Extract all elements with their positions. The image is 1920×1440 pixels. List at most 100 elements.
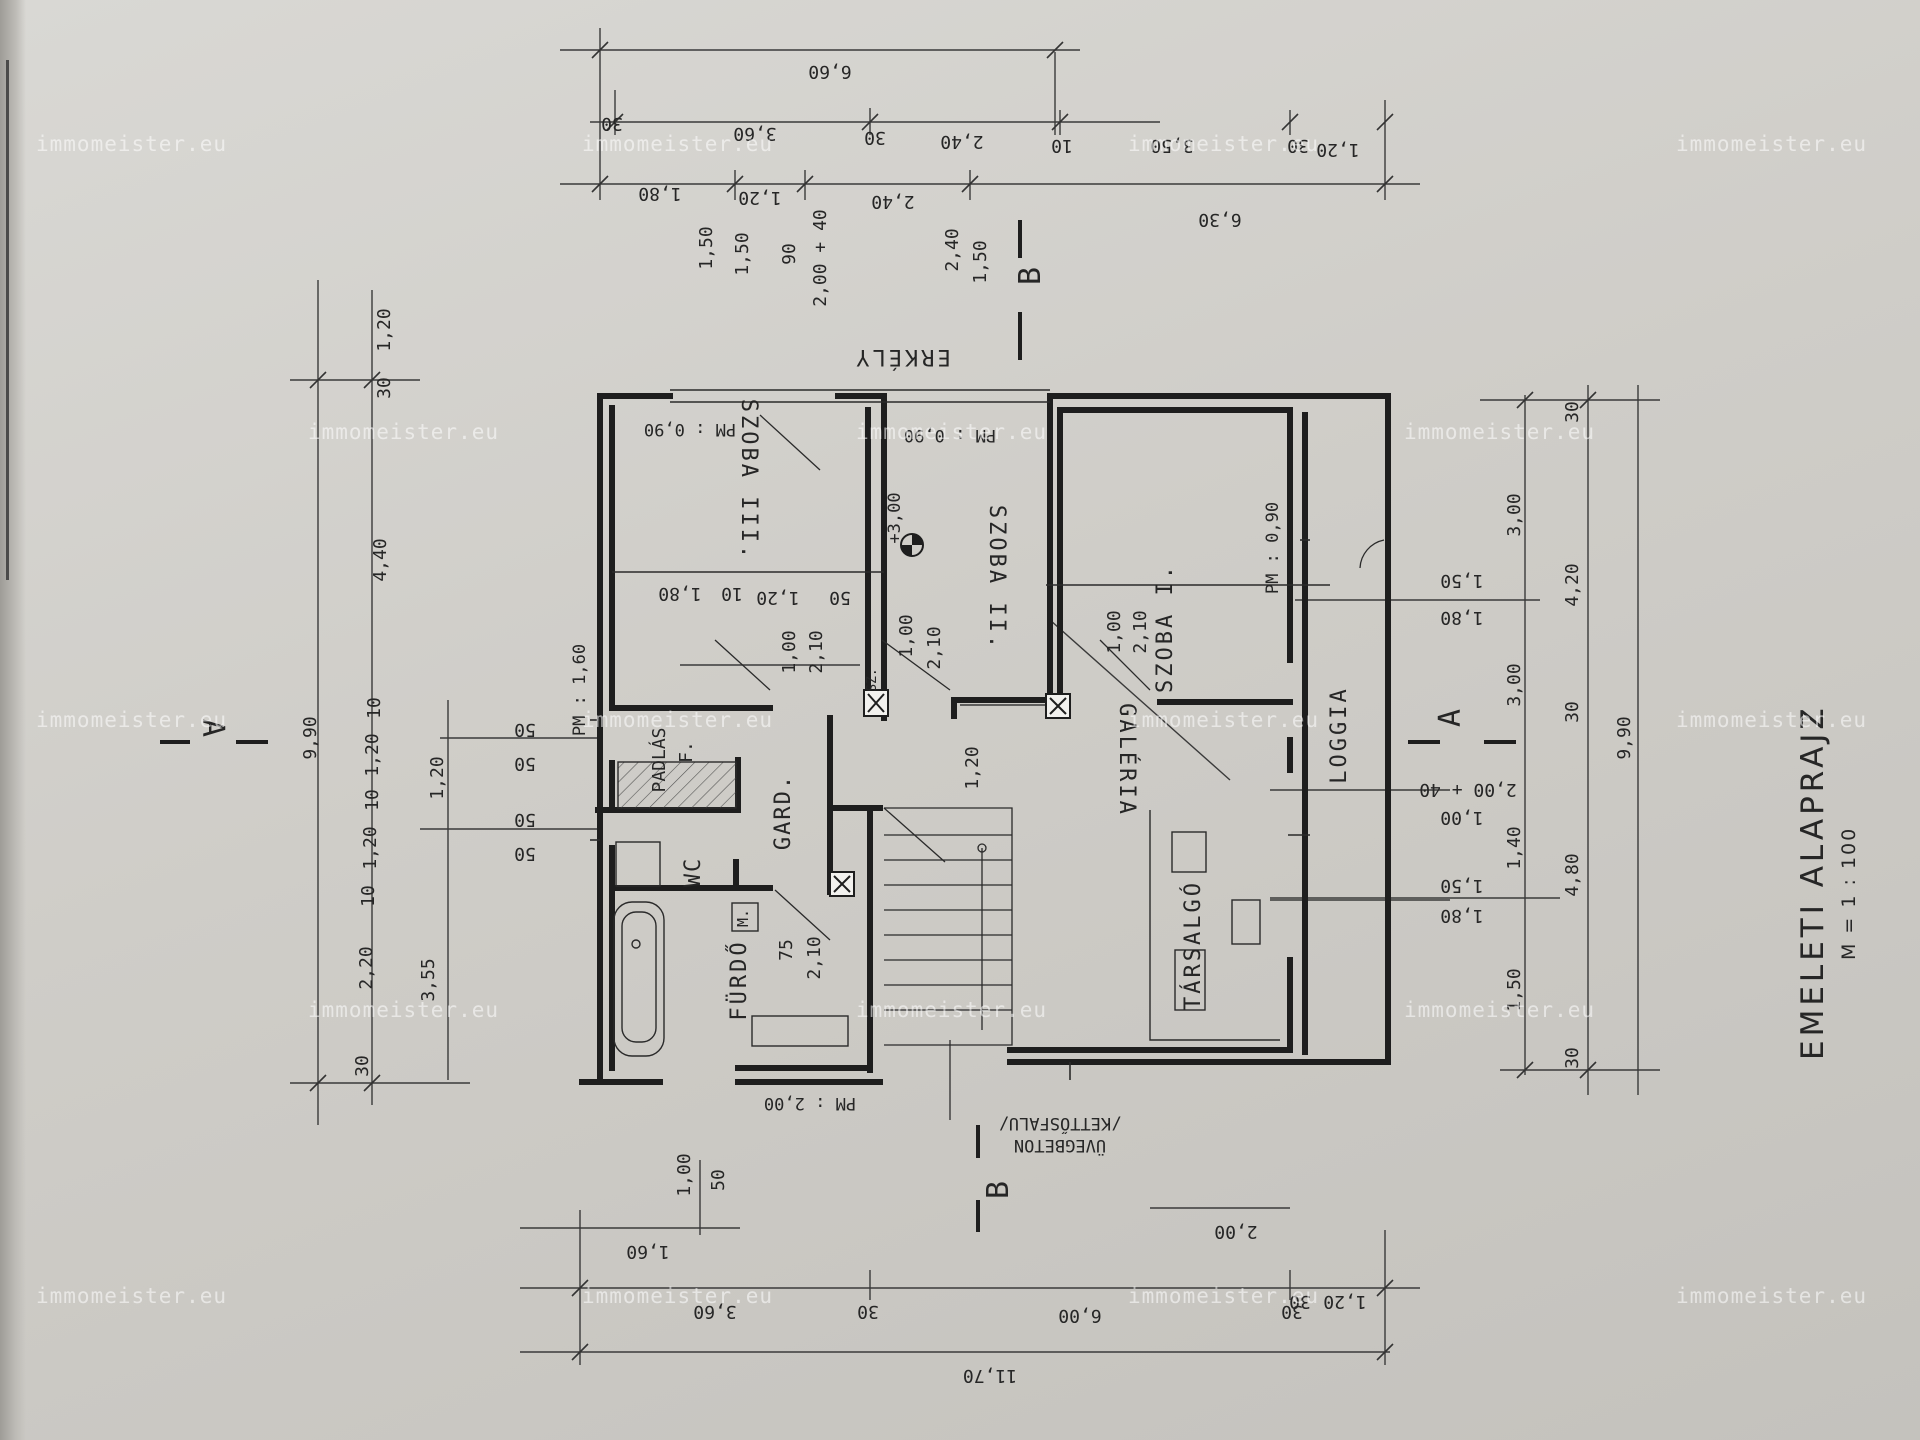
dim-door-9: 2,10 [1130, 610, 1151, 653]
window-and-opening-lines [590, 389, 1330, 1080]
room-label-gard: GARD. [771, 774, 796, 850]
pm-label-szoba1: PM : 0,90 [1263, 502, 1283, 594]
dim-top-mid-4: 10 [1051, 135, 1073, 156]
tick-marks [309, 41, 1597, 1361]
watermark: immomeister.eu [36, 708, 228, 732]
dim-left-outer-5: 1,20 [362, 733, 383, 776]
dim-right-inner-2: 1,40 [1504, 826, 1525, 869]
room-label-wc: WC [681, 857, 706, 888]
watermark: immomeister.eu [856, 998, 1048, 1022]
section-marker-lines [160, 220, 1516, 1232]
dim-left-inner-0: 1,20 [427, 756, 448, 799]
dim-door-11: 2,10 [804, 936, 825, 979]
room-label-furdo: FÜRDŐ [726, 939, 752, 1020]
chimney-ducts [829, 689, 1071, 897]
m-label: M. [734, 909, 752, 927]
dim-right-outer-4: 4,80 [1562, 853, 1583, 896]
dim-right-outer-0: 9,90 [1614, 716, 1635, 759]
watermark: immomeister.eu [1128, 708, 1320, 732]
watermark: immomeister.eu [1404, 998, 1596, 1022]
dim-right-outer-2: 4,20 [1562, 563, 1583, 606]
dim-bottom-inner-2: 2,00 [1214, 1221, 1257, 1242]
dim-top-outer-1: 6,30 [1198, 209, 1241, 230]
room-label-tarsalgo: TÁRSALGÓ [1180, 880, 1206, 1010]
dim-erkely-4: 2,40 [942, 228, 963, 271]
watermark: immomeister.eu [308, 998, 500, 1022]
dim-bottom-inner-3: 30 [1289, 1291, 1311, 1312]
dim-top-inner-0: 1,80 [638, 183, 681, 204]
dim-door-10: 75 [776, 939, 797, 961]
watermark: immomeister.eu [1676, 1284, 1868, 1308]
dim-erkely-3: 2,00 + 40 [810, 209, 831, 307]
room-label-padlas: PADLÁS [648, 727, 670, 792]
dim-door-7: 2,10 [924, 626, 945, 669]
dim-left-outer-1: 30 [374, 377, 395, 399]
dim-right-window-2: 2,00 + 40 [1419, 779, 1517, 800]
pm-label-szoba3: PM : 0,90 [644, 419, 736, 439]
room-label-galeria: GALÉRIA [1114, 703, 1140, 817]
dim-right-outer-1: 30 [1562, 401, 1583, 423]
dim-left-inner-4: 50 [514, 809, 536, 830]
dim-top-mid-6: 30 [1287, 135, 1309, 156]
dim-left-inner-5: 50 [514, 843, 536, 864]
pm-label-bottom: PM : 2,00 [764, 1093, 856, 1113]
annotations: +3,00 PM : 0,90 PM : 0,90 PM : 0,90 PM :… [570, 419, 1283, 1157]
door-swings [714, 414, 1385, 941]
dim-top-inner-2: 2,40 [871, 191, 914, 212]
dim-door-3: 50 [829, 587, 851, 608]
dim-left-outer-0: 9,90 [300, 716, 321, 759]
dim-door-12: 1,20 [962, 746, 983, 789]
dim-right-inner-1: 3,00 [1504, 663, 1525, 706]
level-label: +3,00 [885, 492, 905, 543]
dim-top-mid-3: 2,40 [940, 131, 983, 152]
dim-left-outer-7: 1,20 [360, 826, 381, 869]
dim-bottom-outer-4: 6,00 [1058, 1305, 1101, 1326]
watermark: immomeister.eu [582, 1284, 774, 1308]
lounge-furniture [1149, 810, 1280, 1041]
watermark: immomeister.eu [1676, 132, 1868, 156]
room-label-loggia: LOGGIA [1327, 686, 1352, 783]
dim-top-mid-7: 1,20 [1316, 139, 1359, 160]
dim-right-outer-5: 30 [1562, 1047, 1583, 1069]
dim-door-1: 10 [721, 583, 743, 604]
level-marker [900, 533, 924, 557]
dim-right-inner-3: 1,50 [1504, 968, 1525, 1011]
dim-left-inner-3: 50 [514, 753, 536, 774]
dim-door-8: 1,00 [1104, 610, 1125, 653]
dim-erkely-2: 90 [779, 243, 800, 265]
dim-bottom-outer-2: 3,60 [693, 1301, 736, 1322]
room-label-szoba-3: SZOBA III. [736, 399, 761, 561]
room-label-szoba-2: SZOBA II. [984, 505, 1009, 651]
watermark: immomeister.eu [582, 708, 774, 732]
dim-left-outer-10: 30 [352, 1055, 373, 1077]
dim-top-mid-5: 3,50 [1150, 135, 1193, 156]
room-labels: SZOBA I. SZOBA II. SZOBA III. ERKÉLY LOG… [648, 344, 1352, 1021]
drawing-title: EMELETI ALAPRAJZ [1795, 704, 1831, 1060]
dim-top-inner-1: 1,20 [738, 187, 781, 208]
dim-left-outer-2: 1,20 [374, 308, 395, 351]
dim-top-mid-1: 3,60 [733, 123, 776, 144]
dim-bottom-outer-5: 30 [1281, 1301, 1303, 1322]
dim-left-outer-6: 10 [362, 789, 383, 811]
dim-bottom-outer-3: 30 [857, 1301, 879, 1322]
dim-left-inner-2: 50 [514, 719, 536, 740]
pm-label-szoba2: PM : 0,90 [904, 425, 996, 445]
watermark: immomeister.eu [1676, 708, 1868, 732]
dim-top-mid-2: 30 [864, 127, 886, 148]
dim-right-outer-3: 30 [1562, 701, 1583, 723]
binding-rule [6, 60, 9, 580]
dim-left-inner-1: 3,55 [418, 958, 439, 1001]
dim-right-inner-0: 3,00 [1504, 493, 1525, 536]
exterior-walls [579, 393, 1391, 1085]
dimension-lines [290, 28, 1660, 1365]
glass-block-label: ÜVEGBETON [1014, 1135, 1106, 1157]
room-label-erkely: ERKÉLY [853, 344, 950, 370]
attic-hatch [617, 761, 737, 809]
dim-right-window-0: 1,50 [1440, 570, 1483, 591]
dim-top-mid-0: 30 [601, 113, 623, 134]
dim-bottom-inner-1: 50 [708, 1169, 729, 1191]
dim-door-6: 1,00 [896, 614, 917, 657]
dim-left-outer-4: 10 [364, 697, 385, 719]
section-label-a-left: A [195, 719, 230, 737]
